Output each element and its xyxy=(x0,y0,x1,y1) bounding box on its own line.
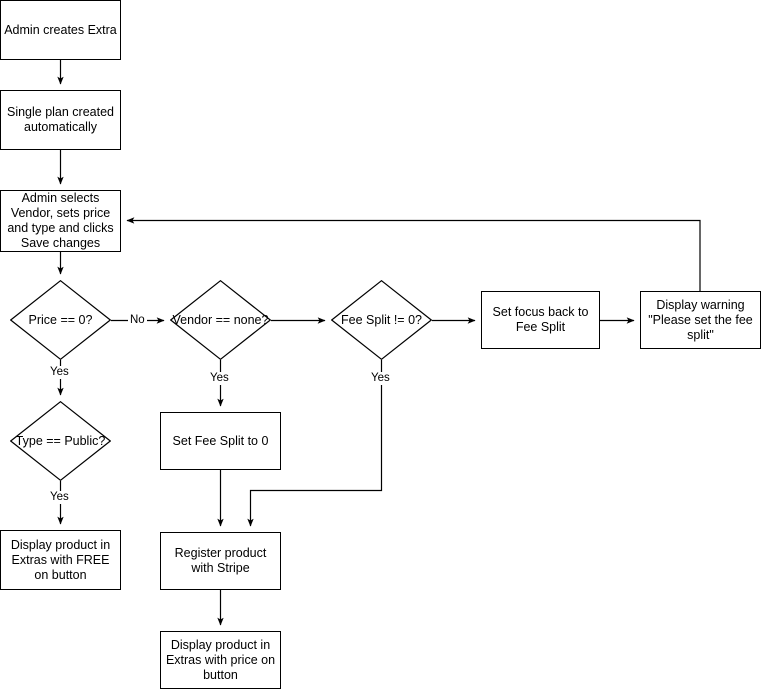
flowchart-node-price-is-zero[interactable]: Price == 0? xyxy=(10,280,111,360)
edge-label-price-no: No xyxy=(128,314,147,327)
edge-label-vendor-yes: Yes xyxy=(208,372,231,385)
node-label: Admin selects Vendor, sets price and typ… xyxy=(7,191,114,250)
flowchart-node-display-warning[interactable]: Display warning "Please set the fee spli… xyxy=(640,291,761,349)
flowchart-node-display-price-button[interactable]: Display product in Extras with price on … xyxy=(160,631,281,689)
flowchart-edge xyxy=(126,217,701,291)
node-label: Display warning "Please set the fee spli… xyxy=(648,297,753,342)
node-label: Vendor == none? xyxy=(172,312,269,327)
node-label: Register product with Stripe xyxy=(174,546,267,575)
flowchart-edge xyxy=(247,360,383,527)
node-label: Admin creates Extra xyxy=(4,22,117,37)
flowchart-node-admin-creates-extra[interactable]: Admin creates Extra xyxy=(0,0,121,60)
edge-label-price-yes: Yes xyxy=(48,366,71,379)
flowchart-node-display-free-button[interactable]: Display product in Extras with FREE on b… xyxy=(0,530,121,590)
node-label: Single plan created automatically xyxy=(6,105,115,134)
flowchart-node-fee-split-not-zero[interactable]: Fee Split != 0? xyxy=(331,280,432,360)
node-label: Set focus back to Fee Split xyxy=(492,305,589,334)
diamond-shape-icon xyxy=(170,280,271,360)
node-label: Fee Split != 0? xyxy=(341,312,422,327)
flowchart-node-type-is-public[interactable]: Type == Public? xyxy=(10,401,111,481)
diamond-shape-icon xyxy=(331,280,432,360)
node-label: Display product in Extras with FREE on b… xyxy=(10,537,111,582)
flowchart-node-set-fee-split-zero[interactable]: Set Fee Split to 0 xyxy=(160,412,281,470)
node-label: Type == Public? xyxy=(15,433,106,448)
node-label: Set Fee Split to 0 xyxy=(172,433,269,448)
node-label: Display product in Extras with price on … xyxy=(165,637,276,682)
flowchart-node-vendor-is-none[interactable]: Vendor == none? xyxy=(170,280,271,360)
flowchart-node-admin-selects-vendor[interactable]: Admin selects Vendor, sets price and typ… xyxy=(0,190,121,252)
edge-label-fee-split-yes: Yes xyxy=(369,372,392,385)
flowchart-node-register-with-stripe[interactable]: Register product with Stripe xyxy=(160,532,281,590)
node-label: Price == 0? xyxy=(28,312,93,327)
edge-label-type-yes: Yes xyxy=(48,491,71,504)
diamond-shape-icon xyxy=(10,401,111,481)
flowchart-node-single-plan-created[interactable]: Single plan created automatically xyxy=(0,90,121,150)
diamond-shape-icon xyxy=(10,280,111,360)
flowchart-node-set-focus-back[interactable]: Set focus back to Fee Split xyxy=(481,291,600,349)
